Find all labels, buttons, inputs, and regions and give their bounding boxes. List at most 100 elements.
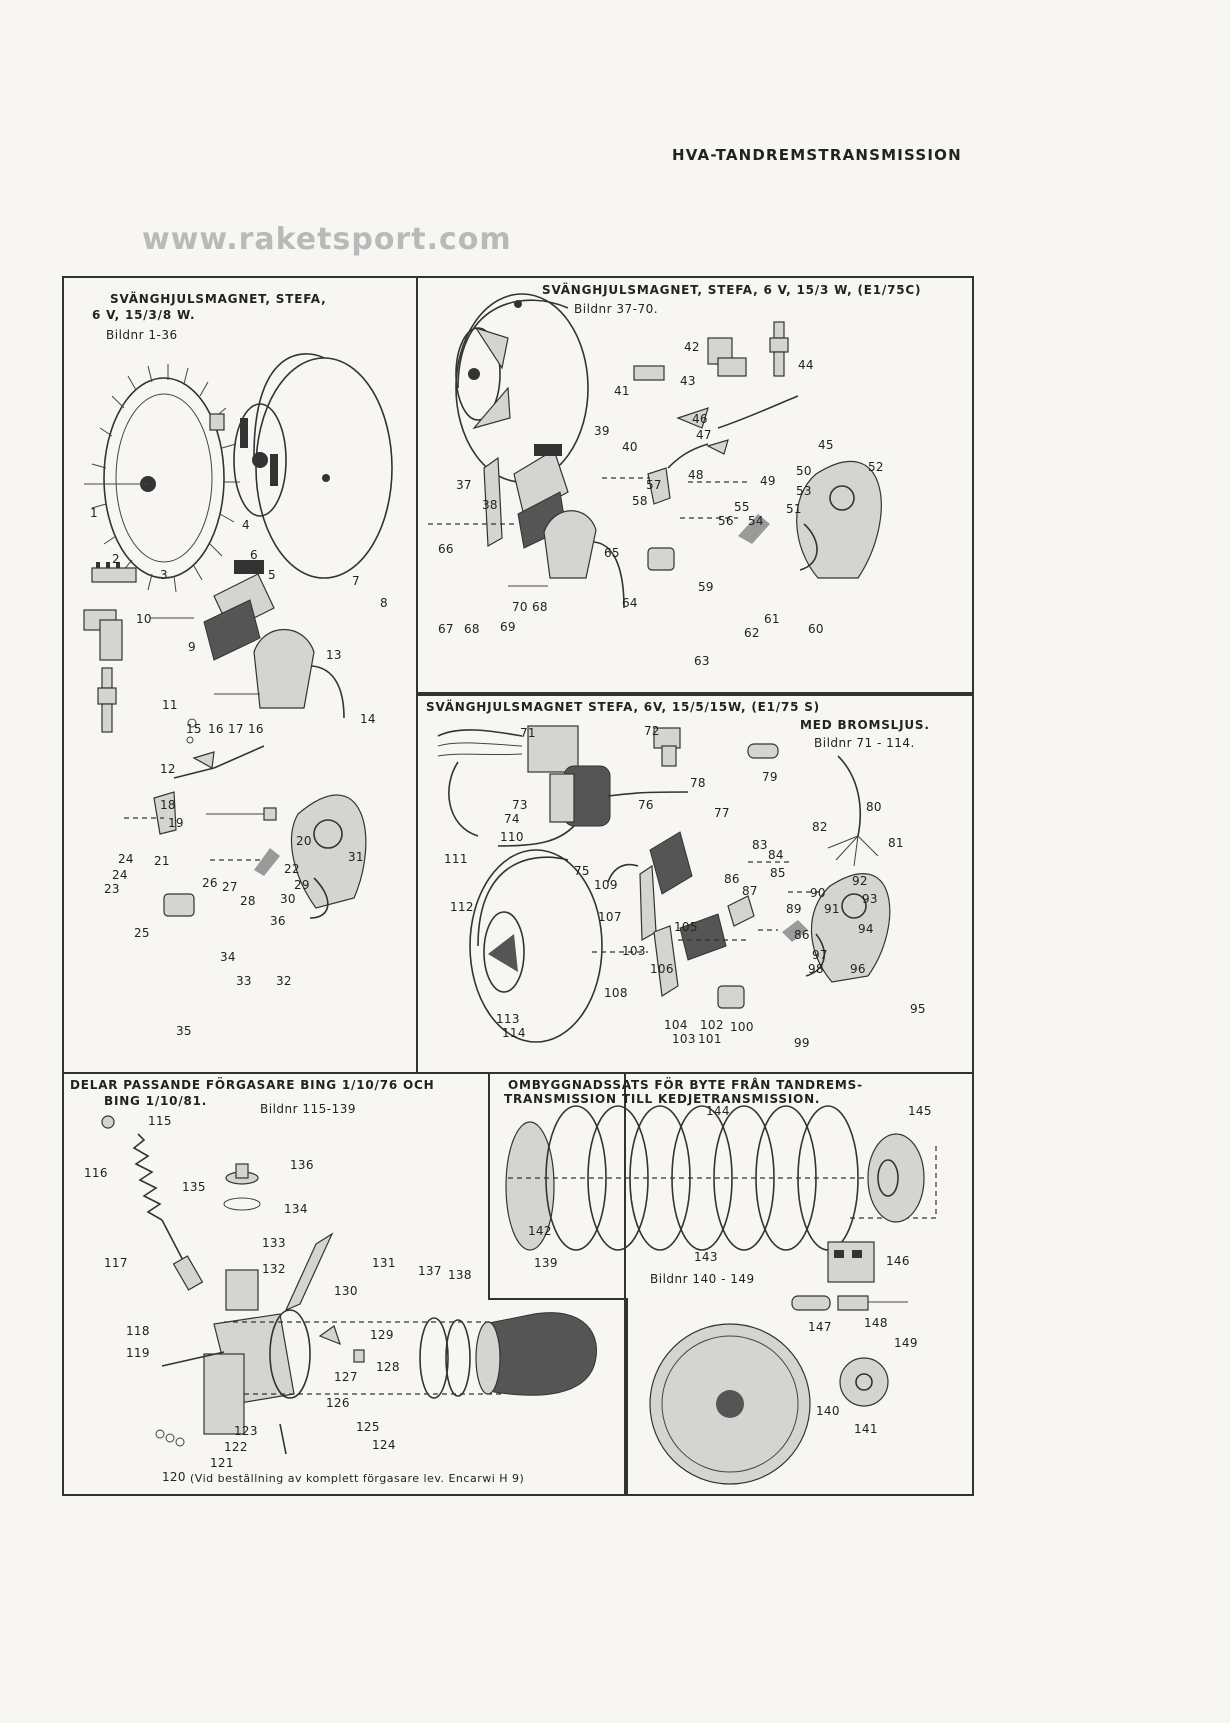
callout-86b: 86 <box>794 928 810 942</box>
callout-12: 12 <box>160 762 176 776</box>
callout-16-17-16: 16 17 16 <box>208 722 264 736</box>
callout-74: 74 <box>504 812 520 826</box>
callout-137: 137 <box>418 1264 442 1278</box>
callout-27: 27 <box>222 880 238 894</box>
callout-89: 89 <box>786 902 802 916</box>
callout-4: 4 <box>242 518 250 532</box>
flywheel-part <box>469 849 603 1043</box>
callout-149: 149 <box>894 1336 918 1350</box>
callout-53: 53 <box>796 484 812 498</box>
ignition-coil-part <box>483 444 569 549</box>
callout-130: 130 <box>334 1284 358 1298</box>
callout-83: 83 <box>752 838 768 852</box>
panel2-subtitle: Bildnr 37-70. <box>574 302 659 316</box>
callout-28: 28 <box>240 894 256 908</box>
callout-103b: 103 <box>672 1032 696 1046</box>
callout-119: 119 <box>126 1346 150 1360</box>
callout-126: 126 <box>326 1396 350 1410</box>
terminal-block-part <box>633 365 665 381</box>
callout-8: 8 <box>380 596 388 610</box>
callout-15: 15 <box>186 722 202 736</box>
callout-96: 96 <box>850 962 866 976</box>
callout-129: 129 <box>370 1328 394 1342</box>
contact-breaker-part <box>153 791 177 835</box>
breaker-plate-part <box>796 460 882 579</box>
flywheel-magneto-illustration <box>83 353 393 919</box>
callout-106: 106 <box>650 962 674 976</box>
callout-145: 145 <box>908 1104 932 1118</box>
callout-144: 144 <box>706 1104 730 1118</box>
callout-122: 122 <box>224 1440 248 1454</box>
callout-29: 29 <box>294 878 310 892</box>
callout-21: 21 <box>154 854 170 868</box>
callout-19: 19 <box>168 816 184 830</box>
callout-94: 94 <box>858 922 874 936</box>
spring-part <box>791 1295 831 1311</box>
callout-147: 147 <box>808 1320 832 1334</box>
callout-66: 66 <box>438 542 454 556</box>
callout-71: 71 <box>520 726 536 740</box>
callout-132: 132 <box>262 1262 286 1276</box>
rotor-drum-part <box>233 353 393 579</box>
panel1-title-line2: 6 V, 15/3/8 W. <box>92 308 196 322</box>
panel1-title-line1: SVÄNGHJULSMAGNET, STEFA, <box>110 292 327 306</box>
slide-part <box>172 1255 204 1291</box>
callout-125: 125 <box>356 1420 380 1434</box>
callout-63: 63 <box>694 654 710 668</box>
callout-60: 60 <box>808 622 824 636</box>
callout-85: 85 <box>770 866 786 880</box>
callout-55: 55 <box>734 500 750 514</box>
callout-98: 98 <box>808 962 824 976</box>
carburettor-illustration <box>101 1115 597 1455</box>
flywheel-magneto-e1-75s-illustration <box>437 725 891 1043</box>
callout-40: 40 <box>622 440 638 454</box>
callout-75: 75 <box>574 864 590 878</box>
callout-68: 68 <box>464 622 480 636</box>
clutch-drum-part <box>867 1133 925 1223</box>
callout-65: 65 <box>604 546 620 560</box>
callout-25: 25 <box>134 926 150 940</box>
callout-24b: 24 <box>112 868 128 882</box>
callout-48: 48 <box>688 468 704 482</box>
callout-92: 92 <box>852 874 868 888</box>
callout-70-68: 70 68 <box>512 600 548 614</box>
panel5-title-line2: TRANSMISSION TILL KEDJETRANSMISSION. <box>504 1092 821 1106</box>
callout-97: 97 <box>812 948 828 962</box>
callout-101: 101 <box>698 1032 722 1046</box>
panel-carburettor-bing-parts: DELAR PASSANDE FÖRGASARE BING 1/10/76 OC… <box>62 1072 626 1496</box>
panel4-footnote: (Vid beställning av komplett förgasare l… <box>190 1472 525 1485</box>
callout-26: 26 <box>202 876 218 890</box>
callout-139: 139 <box>534 1256 558 1270</box>
callout-9: 9 <box>188 640 196 654</box>
callout-36: 36 <box>270 914 286 928</box>
callout-73: 73 <box>512 798 528 812</box>
flywheel-magneto-e1-75c-illustration <box>428 293 882 609</box>
capacitor-part <box>647 547 675 571</box>
callout-141: 141 <box>854 1422 878 1436</box>
callout-69: 69 <box>500 620 516 634</box>
callout-93: 93 <box>862 892 878 906</box>
callout-58: 58 <box>632 494 648 508</box>
callout-109: 109 <box>594 878 618 892</box>
ignition-coil-part <box>203 560 275 661</box>
spark-plug-part <box>769 321 789 377</box>
callout-38: 38 <box>482 498 498 512</box>
panel3-subtitle: Bildnr 71 - 114. <box>814 736 915 750</box>
panel3-title-line2: MED BROMSLJUS. <box>800 718 930 732</box>
page-header-title: HVA-TANDREMSTRANSMISSION <box>672 146 962 164</box>
callout-76: 76 <box>638 798 654 812</box>
callout-35: 35 <box>176 1024 192 1038</box>
callout-131: 131 <box>372 1256 396 1270</box>
callout-13: 13 <box>326 648 342 662</box>
callout-47: 47 <box>696 428 712 442</box>
fan-flywheel-part <box>84 364 240 593</box>
callout-41: 41 <box>614 384 630 398</box>
capacitor-part <box>163 893 195 917</box>
callout-32: 32 <box>276 974 292 988</box>
callout-14: 14 <box>360 712 376 726</box>
callout-81: 81 <box>888 836 904 850</box>
cover-cap-part <box>253 629 345 719</box>
callout-123: 123 <box>234 1424 258 1438</box>
panel-flywheel-magneto-e1-75s: SVÄNGHJULSMAGNET STEFA, 6V, 15/5/15W, (E… <box>416 694 974 1074</box>
plug-cap-part <box>707 337 747 377</box>
